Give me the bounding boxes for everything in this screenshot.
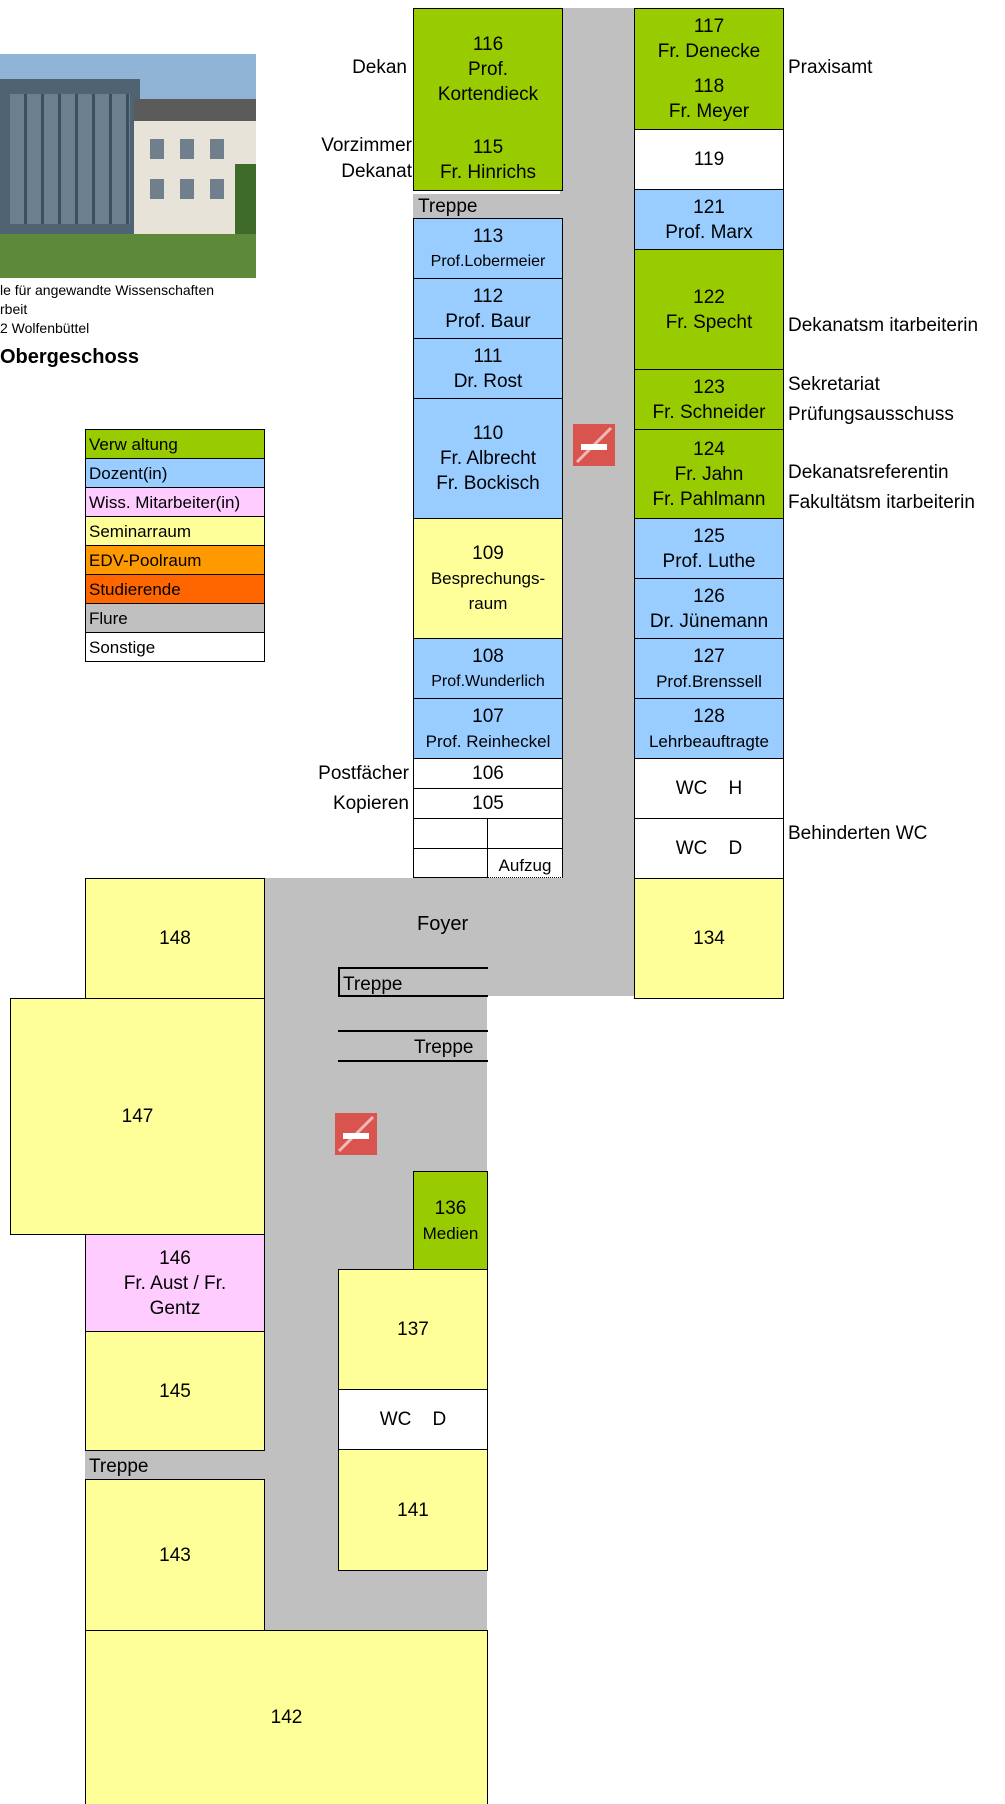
no-smoking-icon [573, 424, 615, 466]
legend-item: Flure [86, 604, 264, 633]
building-photo [0, 54, 256, 278]
label-vorzimmer: Vorzimmer [321, 135, 412, 156]
legend: Verw altung Dozent(in) Wiss. Mitarbeiter… [85, 429, 265, 662]
label-pruefungsausschuss: Prüfungsausschuss [788, 404, 954, 425]
label-postfaecher: Postfächer [318, 763, 409, 784]
legend-item: EDV-Poolraum [86, 546, 264, 575]
label-praxisamt: Praxisamt [788, 57, 873, 78]
room-unnamed-3 [413, 848, 488, 878]
room-unnamed-1 [413, 818, 488, 849]
room-137[interactable]: 137 [338, 1269, 488, 1390]
room-143[interactable]: 143 [85, 1479, 265, 1631]
foyer [264, 878, 634, 996]
floor-title: Obergeschoss [0, 346, 139, 368]
label-treppe-top: Treppe [418, 196, 478, 217]
legend-item: Sonstige [86, 633, 264, 662]
stair-line [338, 995, 488, 997]
label-treppe-foyer-1: Treppe [343, 974, 403, 995]
room-148[interactable]: 148 [85, 878, 265, 999]
label-sekretariat: Sekretariat [788, 374, 880, 395]
room-141[interactable]: 141 [338, 1449, 488, 1571]
stair-line [338, 1060, 488, 1062]
label-foyer: Foyer [417, 913, 469, 935]
room-unnamed-2 [487, 818, 563, 849]
legend-item: Dozent(in) [86, 459, 264, 488]
photo-caption-2: rbeit [0, 301, 28, 317]
no-smoking-icon [335, 1113, 377, 1155]
corridor-stair-bottom [85, 1450, 265, 1480]
room-105[interactable]: 105 [413, 788, 563, 819]
room-119[interactable]: 119 [634, 129, 784, 190]
wc-d-south[interactable]: WC D [338, 1389, 488, 1450]
legend-item: Studierende [86, 575, 264, 604]
label-dekan: Dekan [352, 57, 407, 78]
label-dekanatsmitarbeiterin: Dekanatsm itarbeiterin [788, 315, 979, 336]
label-dekanat: Dekanat [341, 161, 412, 182]
wc-h[interactable]: WC H [634, 758, 784, 819]
wc-d-north[interactable]: WC D [634, 818, 784, 879]
room-142[interactable]: 142 [85, 1630, 488, 1804]
room-134[interactable]: 134 [634, 878, 784, 999]
room-145[interactable]: 145 [85, 1331, 265, 1451]
label-fakultaetsmitarbeiterin: Fakultätsm itarbeiterin [788, 492, 975, 513]
label-treppe-foyer-2: Treppe [414, 1037, 474, 1058]
room-106[interactable]: 106 [413, 758, 563, 789]
legend-item: Wiss. Mitarbeiter(in) [86, 488, 264, 517]
label-behinderten-wc: Behinderten WC [788, 823, 928, 844]
photo-caption-3: 2 Wolfenbüttel [0, 320, 90, 336]
elevator[interactable]: Aufzug [487, 848, 563, 878]
stair-line [338, 967, 340, 995]
corridor-stair-top [413, 194, 563, 218]
stair-line [338, 1030, 488, 1032]
room-147[interactable]: 147 [10, 998, 265, 1235]
legend-item: Verw altung [86, 430, 264, 459]
stair-line [338, 967, 488, 969]
photo-caption-1: le für angewandte Wissenschaften [0, 282, 215, 298]
label-treppe-bottom: Treppe [89, 1456, 149, 1477]
legend-item: Seminarraum [86, 517, 264, 546]
label-kopieren: Kopieren [332, 793, 409, 814]
label-dekanatsreferentin: Dekanatsreferentin [788, 462, 949, 483]
